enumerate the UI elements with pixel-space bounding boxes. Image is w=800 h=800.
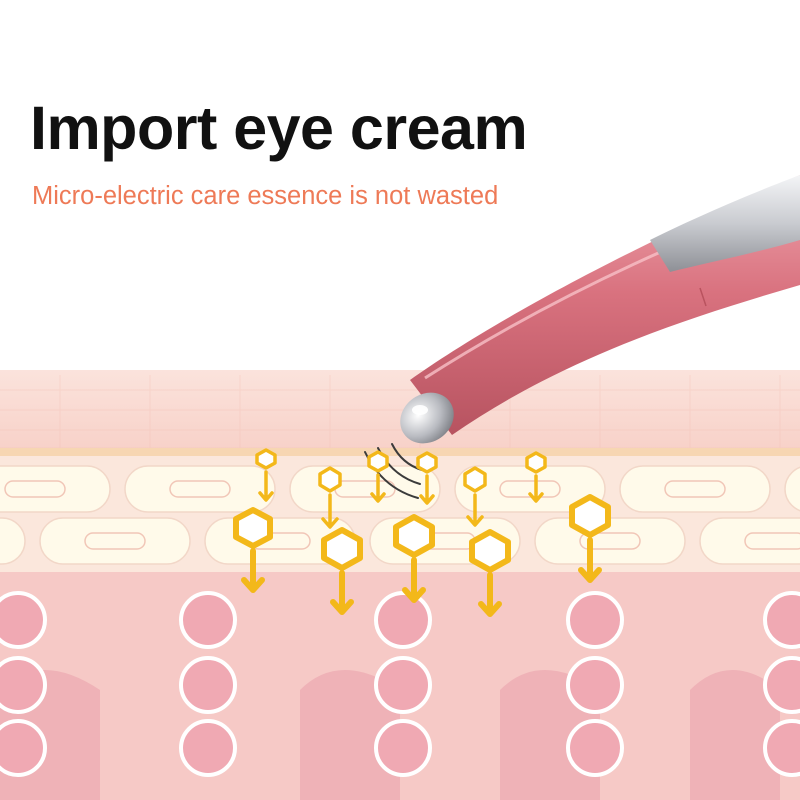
essence-particles	[233, 448, 611, 617]
hexagon-molecule-icon	[569, 494, 611, 583]
skin-texture-lines	[0, 375, 800, 455]
skin-surface-line	[0, 448, 800, 458]
hexagon-molecule-icon	[233, 507, 273, 593]
hexagon-molecule-icon	[321, 527, 363, 615]
hexagon-molecule-icon	[255, 448, 277, 502]
hexagon-molecule-icon	[469, 529, 511, 617]
hexagon-molecule-icon	[525, 451, 547, 503]
hexagon-molecule-icon	[318, 466, 342, 529]
subheadline: Micro-electric care essence is not waste…	[32, 182, 499, 210]
skin-cell-columns	[0, 591, 800, 777]
hexagon-molecule-icon	[416, 451, 438, 505]
hexagon-molecule-icon	[367, 450, 389, 503]
eye-massager-pen-icon	[400, 175, 800, 444]
epidermis-layer	[0, 370, 800, 460]
hexagon-molecule-icon	[463, 466, 487, 527]
hexagon-molecule-icon	[393, 514, 435, 603]
headline: Import eye cream	[30, 94, 528, 162]
cell-layer	[0, 465, 800, 565]
